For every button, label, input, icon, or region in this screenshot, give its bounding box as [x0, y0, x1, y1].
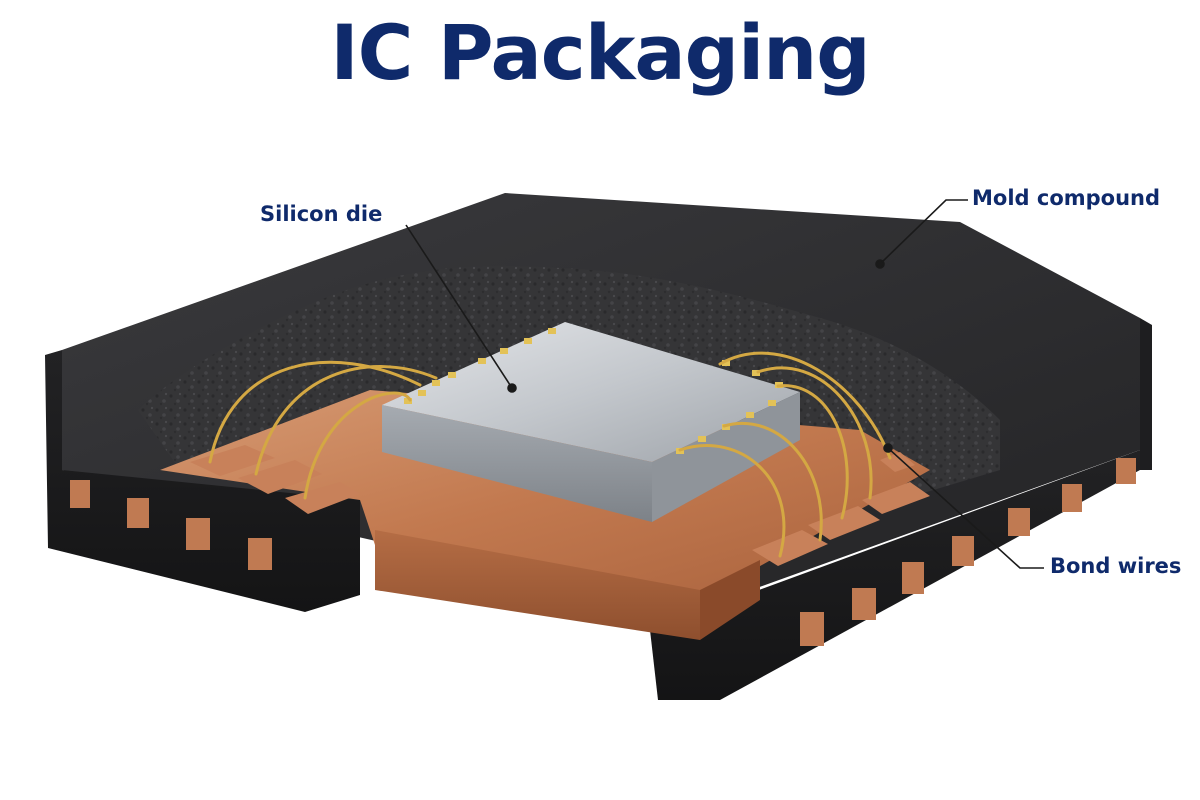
die-side [652, 392, 800, 522]
left-leads [70, 445, 360, 570]
copper-pad-side [700, 560, 760, 640]
mold-compound-label: Mold compound [972, 186, 1161, 210]
leader-mold-compound [879, 199, 968, 265]
bond-wires-label: Bond wires [1050, 554, 1182, 578]
silicon-die [382, 322, 800, 522]
die-top [382, 322, 800, 462]
leader-bond-wires [887, 447, 1044, 569]
mold-left-front [45, 350, 360, 612]
page-title: IC Packaging [330, 8, 870, 97]
die-front [382, 405, 652, 522]
bond-wires [208, 351, 892, 558]
mold-right-edge [1140, 318, 1152, 470]
copper-pad-front [375, 530, 700, 640]
silicon-die-label: Silicon die [260, 202, 383, 226]
leader-lines [405, 199, 1044, 569]
leader-silicon-die [405, 224, 513, 389]
